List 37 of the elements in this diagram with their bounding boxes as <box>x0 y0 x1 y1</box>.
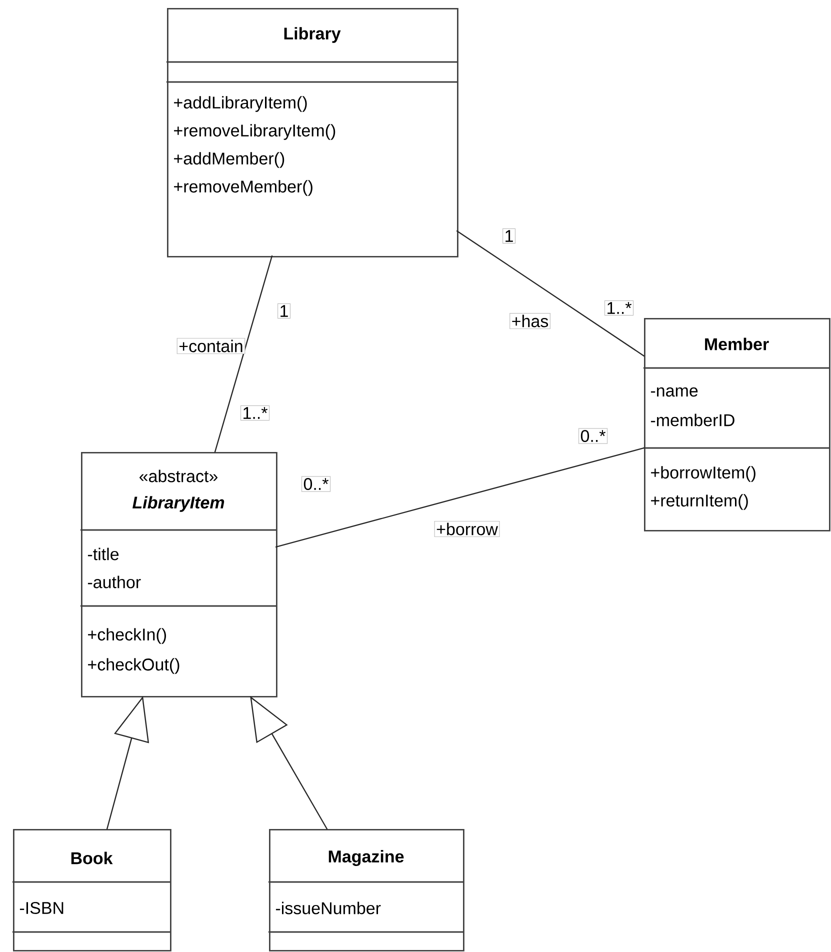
attribute: -title <box>88 548 119 560</box>
class-box <box>268 829 464 952</box>
attribute: -author <box>88 576 141 588</box>
multiplicity: 1 <box>277 303 291 319</box>
multiplicity: 1..* <box>240 405 270 421</box>
association-line <box>275 447 645 548</box>
class-name: LibraryItem <box>132 496 224 512</box>
edge-label: +contain <box>176 338 246 354</box>
class-box <box>166 8 458 258</box>
association-line <box>456 230 645 357</box>
operation: +removeLibraryItem() <box>174 124 336 140</box>
attribute: -issueNumber <box>276 902 381 914</box>
operation: +checkIn() <box>88 628 166 644</box>
operation: +addMember() <box>174 152 284 168</box>
multiplicity: 0..* <box>301 476 331 492</box>
operation: +removeMember() <box>174 180 312 196</box>
operation: +borrowItem() <box>651 466 756 482</box>
class-name: Book <box>71 852 113 864</box>
class-name: Magazine <box>328 850 404 866</box>
operation: +addLibraryItem() <box>174 96 307 112</box>
stereotype: «abstract» <box>140 470 218 482</box>
association-line <box>214 255 273 453</box>
class-box <box>80 452 278 698</box>
attribute: -ISBN <box>20 902 64 914</box>
class-box <box>643 318 830 532</box>
operation: +returnItem() <box>651 494 748 510</box>
operation: +checkOut() <box>88 658 180 674</box>
class-box <box>12 829 172 952</box>
multiplicity: 1..* <box>604 300 634 316</box>
multiplicity: 0..* <box>578 428 608 444</box>
class-name: Member <box>705 338 769 350</box>
attribute: -name <box>650 387 698 397</box>
attribute: -memberID <box>650 414 734 426</box>
edge-label: +borrow <box>434 520 500 538</box>
edge-label: +has <box>510 312 550 330</box>
multiplicity: 1 <box>502 228 516 244</box>
class-name: Library <box>284 27 341 43</box>
